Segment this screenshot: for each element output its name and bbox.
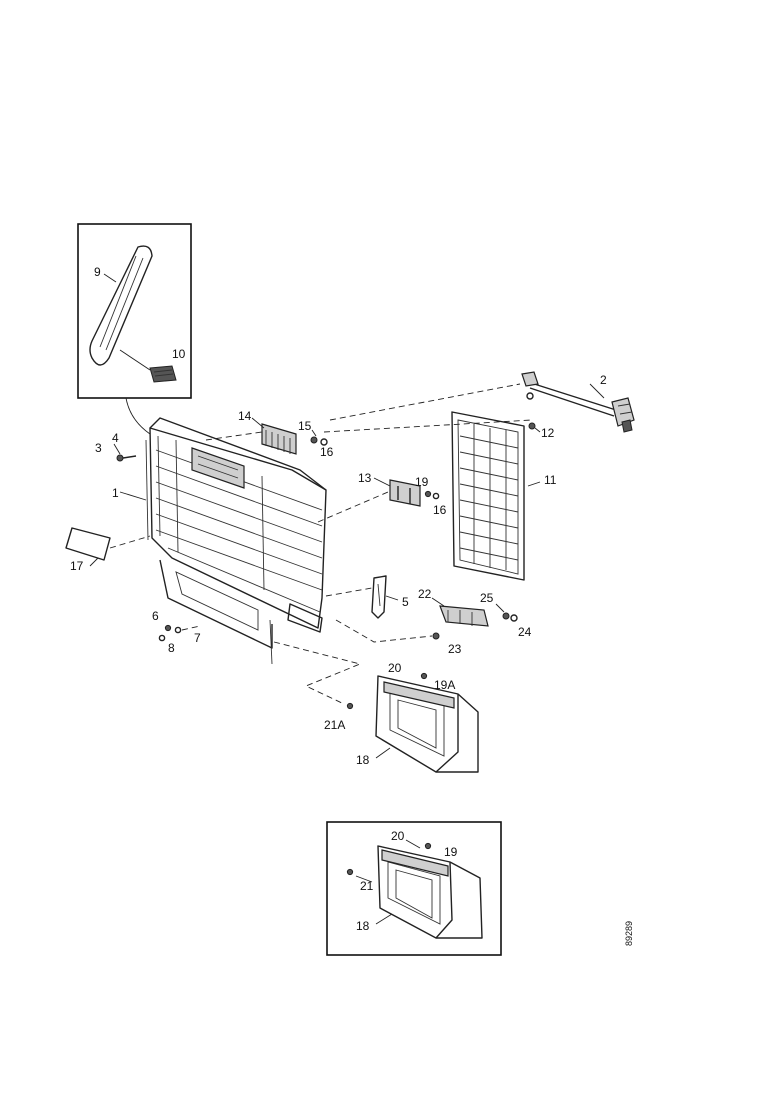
callout-14: 14 xyxy=(238,409,252,423)
callout-7: 7 xyxy=(194,631,201,645)
callout-3: 3 xyxy=(95,441,102,455)
stay-rod-part-2 xyxy=(521,371,635,433)
callout-15: 15 xyxy=(298,419,312,433)
callout-20: 20 xyxy=(388,661,402,675)
callout-13: 13 xyxy=(358,471,372,485)
inset-callout-18: 18 xyxy=(356,919,370,933)
callout-4: 4 xyxy=(112,431,119,445)
lamp-housing-part-18 xyxy=(346,672,479,773)
callout-23: 23 xyxy=(448,642,462,656)
callout-8: 8 xyxy=(168,641,175,655)
callout-12: 12 xyxy=(541,426,555,440)
lamp-bracket-part-22 xyxy=(431,597,518,640)
screw-part-3-4 xyxy=(113,443,137,462)
callout-11: 11 xyxy=(544,473,557,487)
callout-19: 19 xyxy=(415,475,429,489)
dashed-leaders xyxy=(205,383,533,705)
fastener-part-15-16 xyxy=(310,429,328,446)
bracket-part-13 xyxy=(373,477,440,507)
callout-22: 22 xyxy=(418,587,432,601)
callout-labels: 1 2 3 4 5 6 7 8 9 10 11 12 13 14 15 16 1… xyxy=(70,265,607,767)
bracket-part-5 xyxy=(371,575,399,619)
document-reference: 89289 xyxy=(624,921,634,946)
callout-25: 25 xyxy=(480,591,494,605)
callout-1: 1 xyxy=(112,486,119,500)
mesh-panel-part-11 xyxy=(451,411,541,581)
inset-frame-top xyxy=(77,223,192,435)
callout-16a: 16 xyxy=(320,445,334,459)
inset-frame-bottom: 20 19 21 18 xyxy=(326,821,502,956)
callout-18: 18 xyxy=(356,753,370,767)
inset-callout-21: 21 xyxy=(360,879,374,893)
trim-strip-part-9 xyxy=(89,245,153,366)
grille-assembly-part-1 xyxy=(145,417,327,665)
clip-part-10 xyxy=(149,365,177,383)
vent-insert-part-14 xyxy=(251,417,297,455)
inset-callout-20: 20 xyxy=(391,829,405,843)
callout-24: 24 xyxy=(518,625,532,639)
label-plate-part-17 xyxy=(65,527,151,567)
screw-part-12 xyxy=(528,422,541,433)
callout-6: 6 xyxy=(152,609,159,623)
inset-callout-19: 19 xyxy=(444,845,458,859)
callout-21a: 21A xyxy=(324,718,345,732)
callout-5: 5 xyxy=(402,595,409,609)
callout-17: 17 xyxy=(70,559,84,573)
fastener-part-6-7-8 xyxy=(158,624,201,642)
callout-19a: 19A xyxy=(434,678,455,692)
callout-16b: 16 xyxy=(433,503,447,517)
callout-9: 9 xyxy=(94,265,101,279)
callout-10: 10 xyxy=(172,347,186,361)
callout-2: 2 xyxy=(600,373,607,387)
